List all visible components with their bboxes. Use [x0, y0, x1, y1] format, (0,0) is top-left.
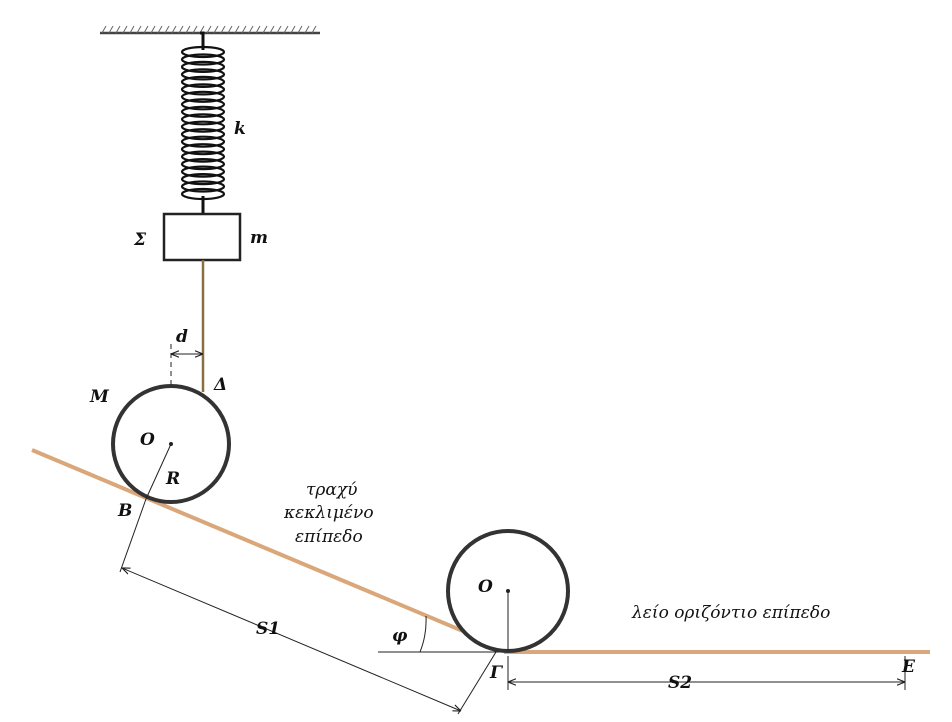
spring-coil	[180, 45, 226, 59]
s2-label: S2	[668, 673, 692, 693]
contact-point-label: B	[117, 501, 132, 521]
spring-coil	[180, 60, 226, 74]
spring-coil	[180, 105, 226, 118]
incline-text-3: επίπεδο	[295, 527, 363, 547]
string-point-label: Δ	[213, 375, 227, 395]
cylinder-mass-label: M	[89, 387, 110, 407]
spring-coil	[180, 180, 226, 193]
spring-coil	[180, 150, 226, 163]
mass-label: m	[250, 228, 268, 248]
ceiling	[100, 25, 320, 35]
spring-constant-label: k	[234, 119, 246, 139]
incline-text-1: τραχύ	[306, 480, 358, 500]
angle-arc	[419, 615, 427, 653]
spring-coil	[180, 113, 226, 126]
spring-coil	[180, 165, 226, 178]
ceiling-hatch	[101, 25, 317, 34]
spring-coil	[180, 128, 226, 141]
spring-coil	[180, 120, 226, 133]
incline-text-2: κεκλιμένο	[283, 503, 374, 523]
center-label-bottom: O	[478, 577, 493, 597]
offset-label: d	[176, 327, 188, 347]
spring-coil	[180, 68, 226, 81]
spring-coils	[180, 45, 226, 201]
end-point-label: E	[901, 657, 916, 677]
spring-coil	[180, 90, 226, 103]
spring-coil	[180, 75, 226, 89]
spring-coil	[180, 98, 226, 111]
radius-line	[145, 443, 172, 500]
angle-label: φ	[392, 626, 408, 646]
spring-coil	[180, 158, 226, 171]
s1-extension-bottom	[457, 651, 497, 715]
spring-coil	[180, 83, 226, 96]
center-label-top: O	[140, 430, 155, 450]
contact-point-bottom-label: Γ	[489, 663, 504, 683]
block-sigma	[162, 212, 242, 262]
spring-coil	[180, 143, 226, 156]
s1-label: S1	[256, 619, 280, 639]
block-label: Σ	[133, 230, 147, 250]
spring-coil	[180, 173, 226, 186]
spring	[180, 31, 226, 214]
spring-coil	[180, 135, 226, 148]
s1-extension-top	[119, 498, 147, 573]
s1-dimension	[122, 568, 461, 711]
spring-coil	[180, 53, 226, 66]
horizontal-plane-text: λείο οριζόντιο επίπεδο	[631, 603, 830, 623]
radius-label: R	[165, 469, 180, 489]
